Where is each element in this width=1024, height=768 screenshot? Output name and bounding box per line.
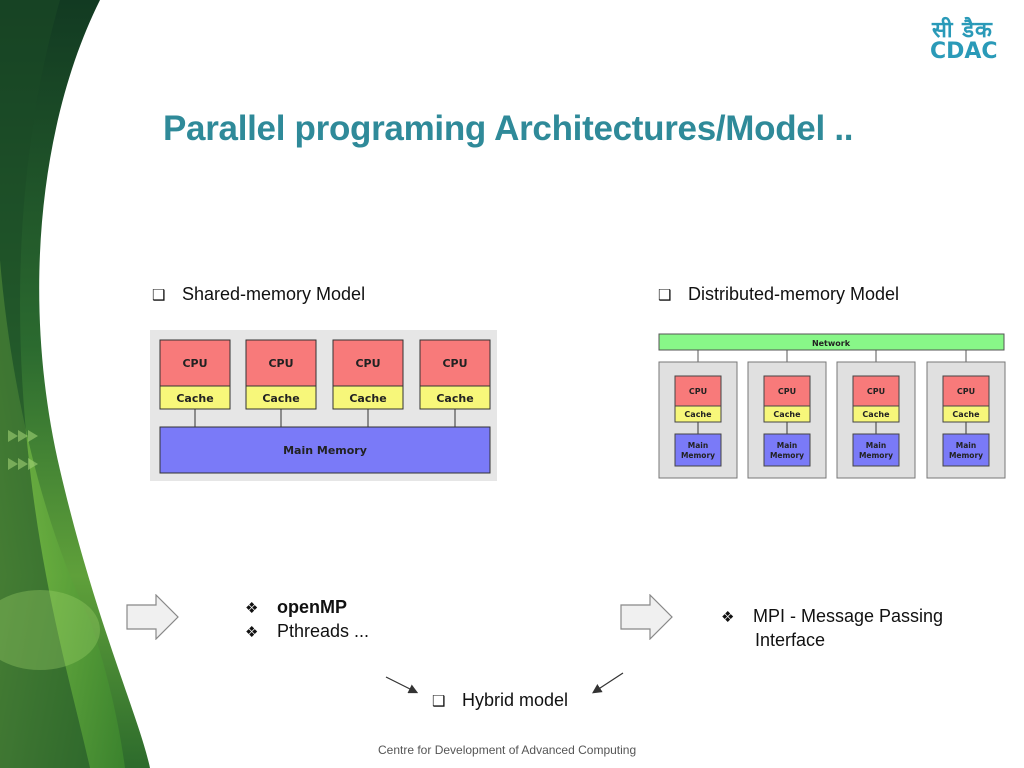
memory-label: Main [866, 441, 886, 450]
distributed-memory-diagram: Network CPUCacheMainMemoryCPUCacheMainMe… [658, 333, 1006, 479]
mpi-label-line2: Interface [755, 630, 826, 650]
cache-box [942, 405, 990, 423]
shared-memory-label: Shared-memory Model [182, 284, 366, 304]
cpu-box [942, 375, 990, 407]
diamond-bullet-icon: ❖ [245, 624, 259, 641]
arrow-to-hybrid-left [385, 676, 419, 694]
cache-box [419, 385, 491, 410]
cache-box [674, 405, 722, 423]
arrow-to-hybrid-right [591, 672, 624, 694]
shared-memory-heading: ❑ Shared-memory Model [152, 284, 365, 305]
mpi-label-line1: MPI - Message Passing [753, 606, 944, 626]
memory-box [942, 433, 990, 467]
hybrid-model-item: ❑ Hybrid model [432, 690, 568, 711]
openmp-label: openMP [277, 597, 347, 617]
footer-text: Centre for Development of Advanced Compu… [378, 743, 637, 757]
cache-box [852, 405, 900, 423]
cpu-box [852, 375, 900, 407]
memory-box [852, 433, 900, 467]
cache-label: Cache [349, 392, 386, 405]
mpi-item: ❖ MPI - Message Passing [721, 606, 943, 627]
memory-box [674, 433, 722, 467]
cache-label: Cache [862, 410, 890, 419]
cpu-label: CPU [867, 387, 885, 396]
cache-box [245, 385, 317, 410]
square-bullet-icon: ❑ [152, 287, 166, 304]
logo-hindi-text: सी डैक [932, 18, 993, 43]
distributed-memory-label: Distributed-memory Model [688, 284, 900, 304]
cpu-label: CPU [442, 357, 467, 370]
network-bar [658, 333, 1005, 351]
cpu-label: CPU [957, 387, 975, 396]
cpu-box [159, 339, 231, 387]
cpu-label: CPU [778, 387, 796, 396]
shared-memory-diagram: CPU Cache CPU Cache CPU Cache CPU Cache Main Me… [150, 330, 497, 481]
diamond-bullet-icon: ❖ [245, 600, 259, 617]
memory-label: Memory [949, 451, 983, 460]
cpu-box [245, 339, 317, 387]
main-memory-box [159, 426, 491, 474]
cache-label: Cache [436, 392, 473, 405]
hybrid-arrows [385, 672, 624, 694]
cache-label: Cache [262, 392, 299, 405]
memory-label: Memory [770, 451, 804, 460]
right-arrow-icon [620, 594, 673, 640]
openmp-item: ❖ openMP [245, 597, 347, 618]
square-bullet-icon: ❑ [658, 287, 672, 304]
memory-label: Main [777, 441, 797, 450]
main-memory-label: Main Memory [283, 444, 367, 457]
memory-box [763, 433, 811, 467]
memory-label: Main [956, 441, 976, 450]
cache-label: Cache [952, 410, 980, 419]
mpi-item-continued: Interface [755, 630, 825, 651]
memory-label: Memory [681, 451, 715, 460]
cache-label: Cache [684, 410, 712, 419]
memory-label: Main [688, 441, 708, 450]
hybrid-model-label: Hybrid model [462, 690, 569, 710]
distributed-memory-heading: ❑ Distributed-memory Model [658, 284, 899, 305]
cache-box [763, 405, 811, 423]
cpu-box [674, 375, 722, 407]
cpu-label: CPU [268, 357, 293, 370]
pthreads-item: ❖ Pthreads ... [245, 621, 369, 642]
cpu-box [332, 339, 404, 387]
cpu-label: CPU [182, 357, 207, 370]
diamond-bullet-icon: ❖ [721, 609, 735, 626]
cdac-logo: सी डैक CDAC [928, 14, 1004, 64]
pthreads-label: Pthreads ... [277, 621, 370, 641]
cpu-label: CPU [689, 387, 707, 396]
network-label: Network [812, 339, 851, 348]
cache-label: Cache [176, 392, 213, 405]
logo-cdac-text: CDAC [930, 39, 998, 64]
right-arrow-icon [126, 594, 179, 640]
cache-box [332, 385, 404, 410]
cache-label: Cache [773, 410, 801, 419]
cpu-label: CPU [355, 357, 380, 370]
square-bullet-icon: ❑ [432, 693, 446, 710]
cache-box [159, 385, 231, 410]
slide-title: Parallel programing Architectures/Model … [163, 109, 854, 148]
memory-label: Memory [859, 451, 893, 460]
cpu-box [763, 375, 811, 407]
